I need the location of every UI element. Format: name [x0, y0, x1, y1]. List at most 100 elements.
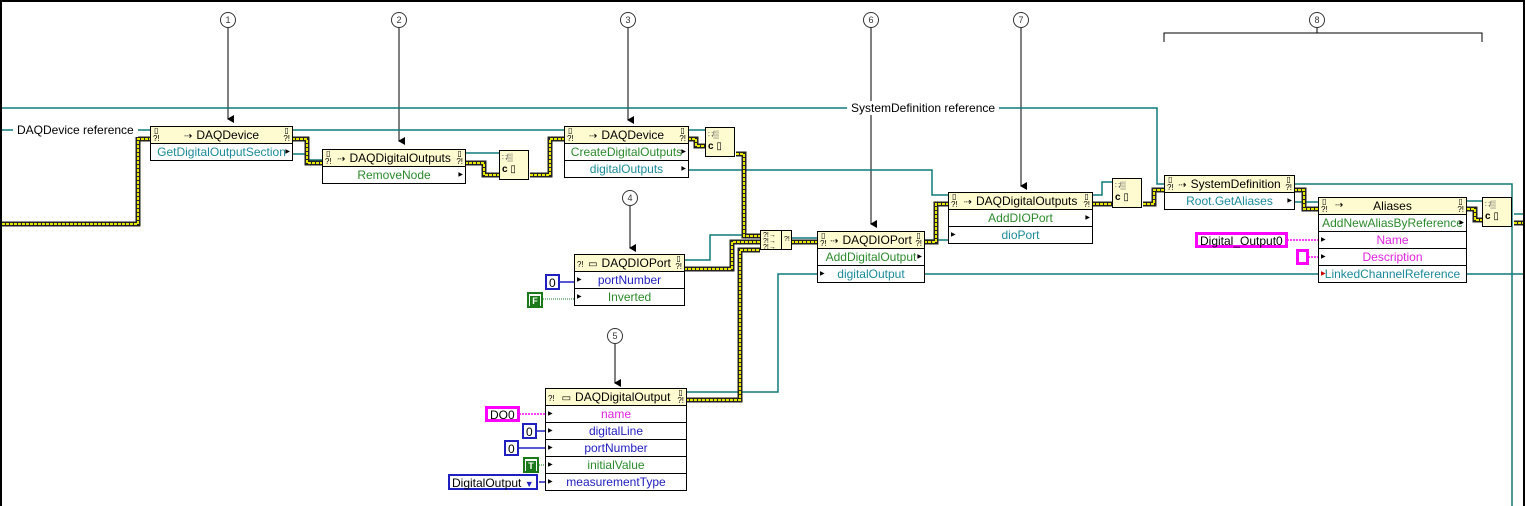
input-terminal-icon: ▶ [548, 445, 553, 451]
method-create-digital-outputs[interactable]: CreateDigitalOutputs▶ [565, 144, 688, 161]
node-class-label: DAQDIOPort [842, 233, 912, 247]
node-class-label: Aliases [1373, 199, 1412, 213]
daqdigitaloutputs-invoke-node-1[interactable]: ▯?! ⇢DAQDigitalOutputs ▯?! RemoveNode▶ [322, 149, 466, 184]
ref-out-terminal-icon: ▯?! [1083, 192, 1090, 209]
ref-terminal-icon: ▯?! [1321, 197, 1328, 214]
input-port-number[interactable]: ▶portNumber [546, 440, 686, 457]
digital-line-constant[interactable]: 0 [522, 423, 537, 439]
node-class-label: DAQDigitalOutputs [349, 151, 451, 165]
alias-description-string-constant[interactable] [1296, 249, 1309, 265]
input-dio-port[interactable]: ▶dioPort [951, 228, 1040, 242]
callout-8-bracket [1163, 28, 1483, 42]
method-remove-node[interactable]: RemoveNode▶ [357, 168, 463, 182]
merge-output-icon: ?! [784, 236, 790, 243]
invoke-arrow-icon: ⇢ [337, 154, 346, 165]
dropdown-arrow-icon: ▼ [524, 479, 534, 489]
callout-6: 6 [863, 12, 879, 28]
name-string-constant[interactable]: DO0 [485, 406, 520, 422]
input-name[interactable]: ▶name [546, 406, 686, 423]
alias-name-string-constant[interactable]: Digital_Output0 [1195, 232, 1288, 248]
ref-terminal-icon: ▯?! [153, 126, 160, 143]
close-reference-node-4[interactable]: ∷/▒c ▯ [1482, 197, 1512, 227]
input-port-number[interactable]: ▶portNumber [575, 272, 684, 289]
input-description[interactable]: ▶Description [1319, 249, 1466, 266]
input-digital-output[interactable]: ▶digitalOutput [820, 267, 905, 281]
daqdigitaloutputs-invoke-node-2[interactable]: ▯?!⇢DAQDigitalOutputs▯?! AddDIOPort▶ ▶di… [948, 192, 1093, 244]
callout-2: 2 [391, 12, 407, 28]
input-terminal-icon: ▶ [1321, 254, 1326, 260]
output-terminal-icon: ▶ [285, 149, 290, 155]
output-digital-outputs[interactable]: digitalOutputs▶ [589, 162, 686, 176]
daqdioport-constructor-node[interactable]: ?!▭DAQDIOPort▯?! ▶portNumber ▶Inverted [574, 254, 685, 306]
invoke-arrow-icon: ⇢ [183, 131, 193, 142]
method-get-digital-output-section[interactable]: GetDigitalOutputSection▶ [157, 145, 290, 159]
node-class-label: DAQDigitalOutputs [976, 194, 1078, 208]
input-terminal-icon: ▶ [548, 428, 553, 434]
output-terminal-icon: ▶ [681, 166, 686, 172]
input-linked-channel-reference[interactable]: ▶LinkedChannelReference [1321, 267, 1461, 281]
method-add-digital-output[interactable]: AddDigitalOutput▶ [818, 249, 924, 266]
input-terminal-icon: ▶ [548, 411, 553, 417]
invoke-arrow-icon: ⇢ [588, 131, 598, 142]
invoke-arrow-icon: ⇢ [830, 236, 839, 247]
reference-wires [2, 107, 1523, 506]
port-number-constant-2[interactable]: 0 [504, 440, 519, 456]
output-terminal-icon: ▶ [917, 254, 922, 260]
systemdefinition-reference-label: SystemDefinition reference [847, 101, 1000, 115]
ref-terminal-icon: ▯?! [820, 231, 827, 248]
output-terminal-icon: ▶ [681, 149, 686, 155]
input-terminal-icon: ▶ [577, 294, 582, 300]
input-name[interactable]: ▶Name [1319, 232, 1466, 249]
error-terminal-icon: ?! [577, 260, 584, 269]
ref-out-terminal-icon: ▯?! [283, 126, 290, 143]
callout-8: 8 [1309, 12, 1325, 28]
ref-out-terminal-icon: ▯?! [456, 149, 463, 166]
merge-inputs-icon: ?!→?!→?!→ [763, 232, 776, 251]
callout-4: 4 [622, 190, 638, 206]
required-input-terminal-icon: ▶ [1321, 271, 1326, 277]
ref-out-terminal-icon: ▯?! [675, 254, 682, 271]
daqdevice-invoke-node-1[interactable]: ▯?! ⇢DAQDevice ▯?! GetDigitalOutputSection… [150, 126, 293, 161]
error-wires [2, 136, 1523, 403]
close-reference-node-3[interactable]: ∷/▒c ▯ [1112, 178, 1142, 208]
inverted-boolean-constant[interactable]: F [527, 292, 543, 308]
callout-7: 7 [1013, 12, 1029, 28]
ref-out-terminal-icon: ▯?! [915, 231, 922, 248]
ref-terminal-icon: ▯?! [325, 149, 332, 166]
measurement-type-enum-constant[interactable]: DigitalOutput ▼ [448, 474, 538, 490]
input-terminal-icon: ▶ [577, 277, 582, 283]
error-terminal-icon: ?! [548, 394, 555, 403]
ref-out-terminal-icon: ▯?! [679, 126, 686, 143]
ref-out-terminal-icon: ▯?! [1457, 197, 1464, 214]
constructor-icon: ▭ [561, 393, 572, 404]
output-terminal-icon: ▶ [458, 172, 463, 178]
input-measurement-type[interactable]: ▶measurementType [548, 475, 666, 489]
input-inverted[interactable]: ▶Inverted [577, 290, 652, 304]
constructor-icon: ▭ [588, 259, 598, 270]
input-digital-line[interactable]: ▶digitalLine [546, 423, 686, 440]
port-number-constant[interactable]: 0 [545, 274, 560, 290]
daqdioport-invoke-node[interactable]: ▯?!⇢DAQDIOPort▯?! AddDigitalOutput▶ ▶dig… [817, 231, 925, 283]
input-terminal-icon: ▶ [548, 479, 553, 485]
output-terminal-icon: ▶ [1459, 220, 1464, 226]
systemdefinition-invoke-node[interactable]: ▯?!⇢SystemDefinition▯?! Root.GetAliases▶ [1164, 175, 1295, 210]
close-reference-node-1[interactable]: ∷/▒c ▯ [499, 150, 529, 180]
property-root-get-aliases[interactable]: Root.GetAliases▶ [1186, 194, 1292, 208]
daqdigitaloutput-constructor-node[interactable]: ?!▭DAQDigitalOutput▯?! ▶name ▶digitalLin… [545, 388, 687, 491]
node-class-label: DAQDevice [601, 128, 665, 142]
daqdevice-invoke-node-2[interactable]: ▯?!⇢DAQDevice▯?! CreateDigitalOutputs▶ d… [564, 126, 689, 178]
close-reference-node-2[interactable]: ∷/▒c ▯ [705, 127, 735, 157]
method-add-dio-port[interactable]: AddDIOPort▶ [949, 210, 1092, 227]
daqdevice-reference-label: DAQDevice reference [13, 123, 138, 137]
initial-value-boolean-constant[interactable]: T [523, 457, 539, 473]
input-initial-value[interactable]: ▶initialValue [546, 457, 686, 474]
merge-errors-node[interactable]: ?!→?!→?!→ ?! [760, 230, 792, 251]
aliases-invoke-node[interactable]: ▯?!⇢Aliases▯?! AddNewAliasByReference▶ ▶… [1318, 197, 1467, 283]
node-class-label: DAQDevice [196, 128, 260, 142]
input-terminal-icon: ▶ [820, 271, 825, 277]
callout-5: 5 [607, 328, 623, 344]
method-add-new-alias-by-reference[interactable]: AddNewAliasByReference▶ [1319, 215, 1466, 232]
callout-3: 3 [620, 12, 636, 28]
